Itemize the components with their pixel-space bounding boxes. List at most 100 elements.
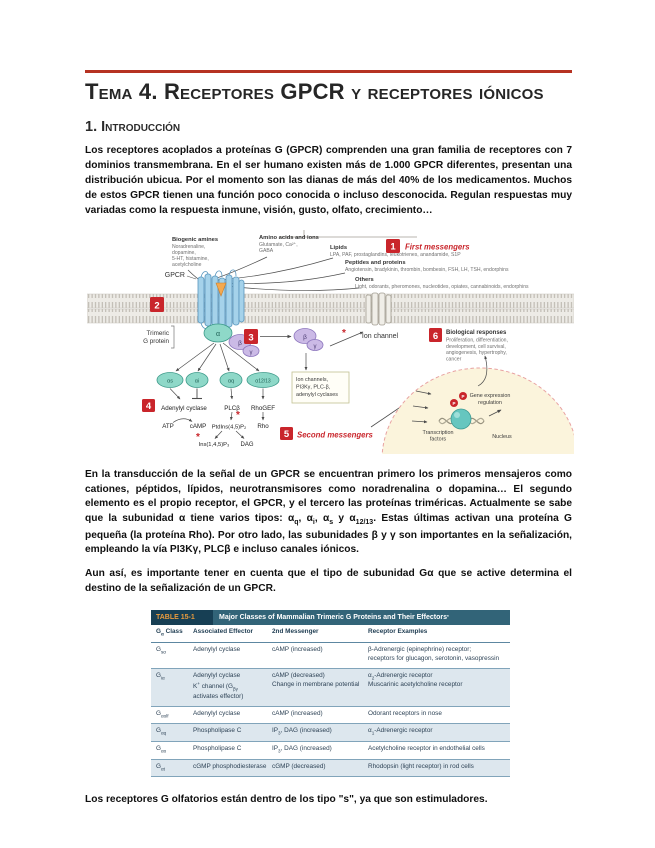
paragraph-intro: Los receptores acoplados a proteínas G (…: [85, 145, 572, 216]
svg-text:Rho: Rho: [257, 423, 269, 430]
arrow-to-responses: [477, 355, 488, 386]
paragraph-transduction: En la transducción de la señal de un GPC…: [85, 468, 572, 556]
svg-text:dopamine,: dopamine,: [172, 250, 196, 256]
ion-channel-label: Ion channel: [362, 333, 399, 340]
svg-text:Biological responses: Biological responses: [446, 330, 507, 336]
svg-text:5: 5: [284, 429, 290, 440]
svg-text:4: 4: [146, 401, 152, 412]
alpha-fan-arrows: [175, 342, 260, 372]
svg-text:Lipids: Lipids: [330, 245, 347, 251]
table-title: Major Classes of Mammalian Trimeric G Pr…: [213, 610, 510, 626]
step2-badge: 2: [150, 296, 164, 312]
svg-text:ATP: ATP: [162, 423, 174, 430]
svg-text:Second messengers: Second messengers: [297, 430, 374, 439]
svg-text:Peptides and proteins: Peptides and proteins: [345, 260, 406, 266]
table-number: TABLE 15-1: [151, 610, 213, 626]
svg-text:αs: αs: [167, 378, 173, 384]
second-messengers-badge: 5 Second messengers: [280, 426, 374, 440]
svg-text:α: α: [216, 331, 220, 338]
svg-text:αq: αq: [228, 378, 234, 384]
ligand-list-lipids: Lipids LPA, PAF, prostaglandins, leukotr…: [330, 245, 461, 258]
svg-text:Light, odorants, pheromones, n: Light, odorants, pheromones, nucleotides…: [355, 284, 529, 290]
svg-text:Amino acids and ions: Amino acids and ions: [259, 235, 319, 241]
page-content: Tema 4. Receptores GPCR y receptores ión…: [85, 70, 579, 808]
ligand-list-peptides: Peptides and proteins Angiotensin, brady…: [345, 260, 509, 273]
biological-responses: 6 Biological responses Proliferation, di…: [429, 327, 508, 362]
table-column-headers: Gα Class Associated Effector 2nd Messeng…: [151, 625, 510, 643]
svg-text:adenylyl cyclases: adenylyl cyclases: [296, 392, 338, 398]
svg-text:αi: αi: [195, 378, 199, 384]
phosphate-markers: P P: [450, 391, 467, 407]
ligand-list-amino-acids: Amino acids and ions Glutamate, Ca²⁺, GA…: [259, 235, 319, 254]
alpha-subunit: [203, 323, 233, 343]
paragraph-olfactory: Los receptores G olfatorios están dentro…: [85, 794, 488, 806]
svg-text:Glutamate, Ca²⁺,: Glutamate, Ca²⁺,: [259, 242, 298, 248]
ligand-list-others: Others Light, odorants, pheromones, nucl…: [355, 277, 529, 290]
svg-text:Noradrenaline,: Noradrenaline,: [172, 244, 205, 250]
svg-text:2: 2: [154, 300, 159, 311]
svg-text:Ion channels,: Ion channels,: [296, 377, 329, 383]
section-heading: 1. Introducción: [85, 119, 181, 136]
svg-text:*: *: [342, 328, 346, 339]
title-rule: [85, 70, 572, 73]
svg-text:PtdIns(4,5)P₂: PtdIns(4,5)P₂: [212, 424, 246, 430]
cell: Gene expression regulation P P: [381, 355, 579, 553]
free-betagamma: β γ: [293, 327, 324, 351]
svg-text:*: *: [196, 432, 200, 443]
svg-text:regulation: regulation: [478, 400, 502, 406]
gpcr-label: GPCR: [165, 272, 197, 279]
svg-text:1: 1: [390, 241, 396, 252]
svg-text:3: 3: [248, 332, 253, 343]
ligand-list-biogenic-amines: Biogenic amines Noradrenaline, dopamine,…: [172, 237, 218, 268]
effector-adenylyl-cyclase: Adenylyl cyclase: [161, 405, 207, 412]
svg-text:PI3Kγ, PLC-β,: PI3Kγ, PLC-β,: [296, 384, 331, 390]
svg-text:cAMP: cAMP: [190, 423, 207, 430]
trimeric-g-protein: Trimeric G protein α β γ: [143, 323, 260, 357]
svg-text:P: P: [452, 400, 455, 405]
alpha-subunit-types: αs αi αq α12/13: [156, 371, 280, 388]
gpcr-signaling-figure: Biogenic amines Noradrenaline, dopamine,…: [86, 229, 579, 553]
svg-text:P: P: [461, 393, 464, 398]
gene-expression-label: Gene expression: [470, 393, 511, 399]
svg-text:γ: γ: [250, 350, 253, 356]
second-messenger-reactions: ATP cAMP * * PtdIns(4,5)P₂ Ins(1,4,5)P₃ …: [162, 410, 269, 448]
first-messengers-badge: 1 First messengers: [386, 238, 470, 253]
transcription-factors-label: Transcription: [423, 430, 454, 436]
nucleus-label: Nucleus: [492, 434, 512, 440]
svg-text:γ: γ: [314, 344, 317, 350]
svg-text:Trimeric: Trimeric: [146, 330, 169, 337]
svg-text:6: 6: [433, 330, 438, 341]
svg-text:*: *: [236, 410, 240, 421]
cell-entry-arrows: [411, 390, 432, 423]
svg-text:Others: Others: [355, 277, 374, 283]
svg-text:Proliferation, differentiation: Proliferation, differentiation,: [446, 337, 508, 343]
svg-text:development, cell survival,: development, cell survival,: [446, 343, 506, 349]
gpcr-receptor: [197, 269, 245, 333]
svg-text:β: β: [303, 334, 307, 341]
paragraph-galpha: Aun así, es importante tener en cuenta q…: [85, 568, 572, 595]
svg-text:First messengers: First messengers: [405, 242, 470, 251]
svg-text:5-HT, histamine,: 5-HT, histamine,: [172, 256, 209, 262]
svg-text:α12/13: α12/13: [255, 378, 271, 384]
table-header-bar: TABLE 15-1 Major Classes of Mammalian Tr…: [151, 610, 510, 626]
transcription-factor-sphere: [450, 408, 472, 430]
svg-text:DAG: DAG: [240, 442, 253, 448]
gpcr-signaling-diagram: Biogenic amines Noradrenaline, dopamine,…: [86, 229, 579, 553]
svg-text:Angiotensin, bradykinin, throm: Angiotensin, bradykinin, thrombin, bombe…: [345, 267, 509, 273]
ligand-icon: [215, 282, 227, 297]
svg-text:LPA, PAF, prostaglandins, leuk: LPA, PAF, prostaglandins, leukotrienes, …: [330, 252, 461, 258]
cropped-box-edge: [280, 229, 417, 238]
page-title: Tema 4. Receptores GPCR y receptores ión…: [85, 79, 544, 104]
effector-rhogef: RhoGEF: [251, 405, 275, 412]
effector-arrows: [169, 387, 265, 400]
gamma-subunit: [242, 344, 260, 357]
svg-text:cancer: cancer: [446, 356, 462, 362]
svg-text:β: β: [238, 340, 242, 347]
svg-text:GPCR: GPCR: [165, 272, 185, 279]
